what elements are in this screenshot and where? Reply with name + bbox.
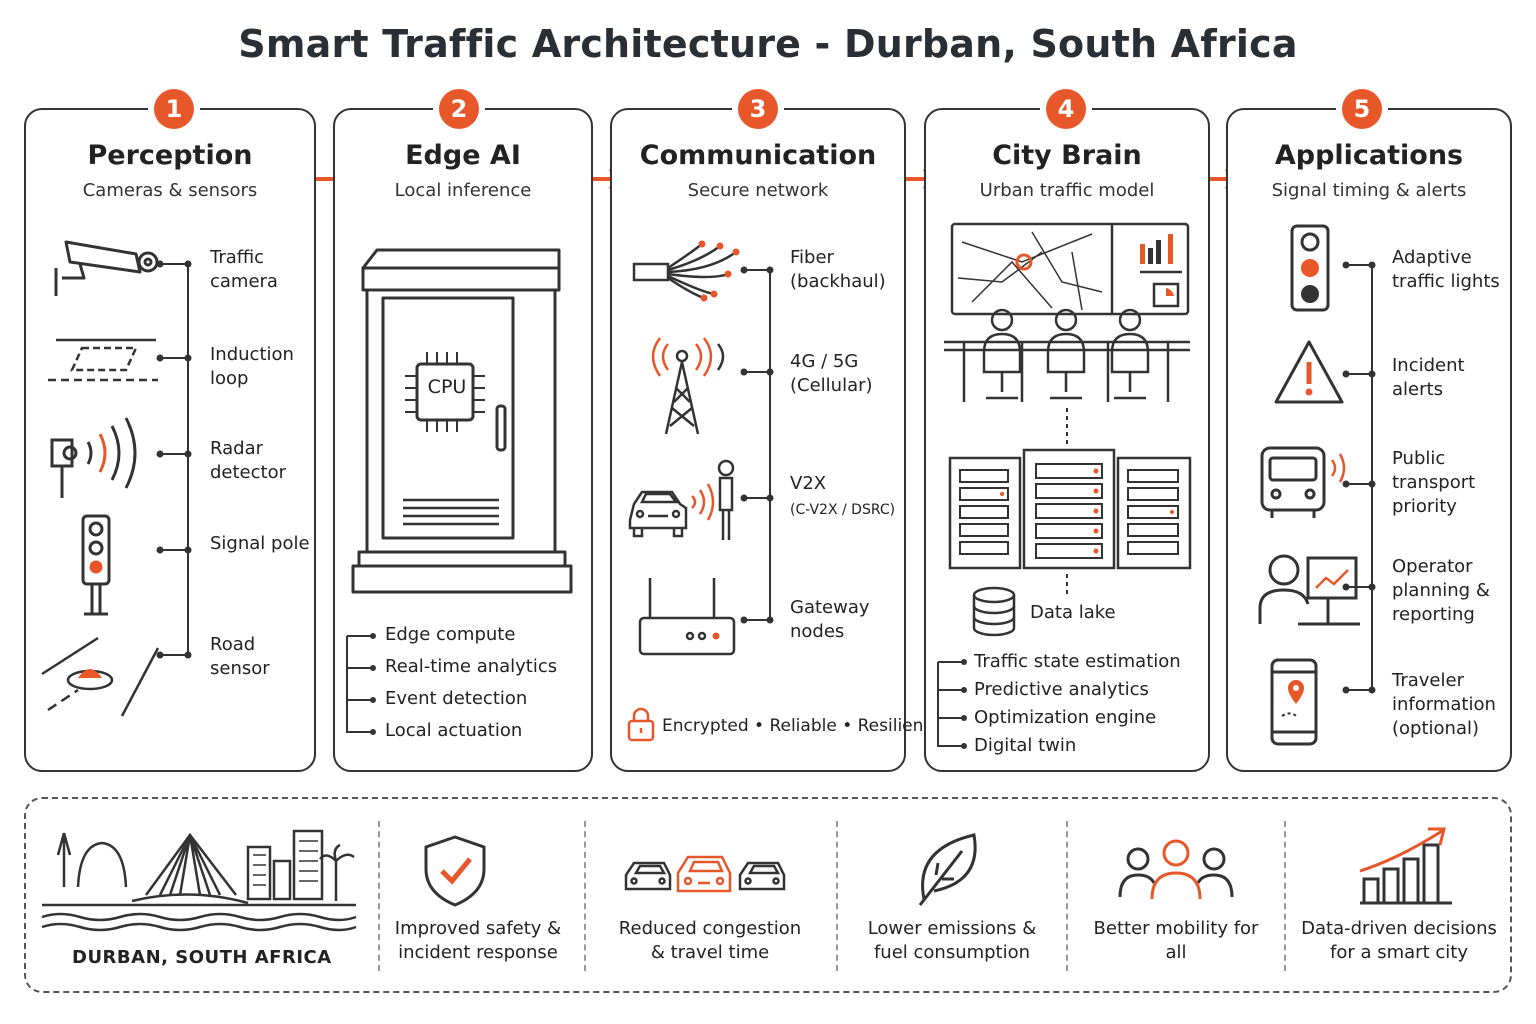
leaf-icon: [918, 833, 977, 906]
panel-subtitle: Local inference: [394, 180, 532, 201]
connector-tree: [1342, 261, 1376, 694]
benefit-emissions: Lower emissions & fuel consumption: [867, 918, 1037, 963]
smartphone-map-icon: [1270, 658, 1318, 746]
panel-subtitle: Signal timing & alerts: [1271, 180, 1467, 201]
label-gateway-nodes: Gateway nodes: [790, 597, 870, 642]
label-adaptive-lights: Adaptive traffic lights: [1392, 247, 1500, 292]
label-road-sensor: Road sensor: [210, 634, 270, 679]
panel-subtitle: Secure network: [687, 180, 829, 201]
label-v2x-sub: (C-V2X / DSRC): [790, 502, 896, 518]
separator: [584, 821, 586, 971]
separator: [836, 821, 838, 971]
induction-loop-icon: [48, 338, 158, 382]
signal-pole-icon: [81, 514, 111, 616]
label-transport-priority: Public transport priority: [1392, 448, 1476, 517]
cell-tower-icon: [651, 337, 725, 435]
dashed-link: [1066, 574, 1068, 598]
label-fiber: Fiber (backhaul): [790, 247, 886, 292]
step-badge: 5: [1342, 89, 1382, 129]
brain-bullet-tree: [937, 659, 967, 749]
step-badge: 1: [154, 89, 194, 129]
connector-tree: [740, 266, 774, 624]
cpu-chip-label: CPU: [427, 376, 467, 398]
page-title: Smart Traffic Architecture - Durban, Sou…: [238, 22, 1298, 66]
panel-title: City Brain: [992, 140, 1142, 171]
warning-icon: [1274, 340, 1344, 404]
label-cellular: 4G / 5G (Cellular): [790, 351, 873, 396]
durban-skyline-icon: [41, 829, 357, 932]
v2x-car-pedestrian-icon: [628, 459, 735, 540]
fiber-icon: [632, 240, 740, 302]
panel-title: Applications: [1274, 140, 1464, 171]
bullet-realtime-analytics: Real-time analytics: [385, 656, 558, 677]
data-lake-label: Data lake: [1030, 602, 1116, 623]
edge-bullet-tree: [346, 633, 376, 735]
people-group-icon: [1118, 839, 1234, 900]
lock-icon: [627, 707, 655, 742]
server-racks-icon: [948, 448, 1192, 570]
connector-tree: [156, 260, 192, 659]
label-operator-planning: Operator planning & reporting: [1392, 556, 1490, 625]
bus-icon: [1260, 446, 1346, 518]
operator-icon: [1258, 554, 1360, 626]
label-incident-alerts: Incident alerts: [1392, 355, 1465, 400]
panel-subtitle: Urban traffic model: [979, 180, 1155, 201]
bullet-edge-compute: Edge compute: [385, 624, 516, 645]
comm-footer: Encrypted • Reliable • Resilient: [662, 716, 931, 736]
label-traveler-info: Traveler information (optional): [1392, 670, 1496, 739]
benefits-bar: DURBAN, SOUTH AFRICA Improved safety & i…: [24, 797, 1512, 993]
label-induction-loop: Induction loop: [210, 344, 294, 389]
panel-title: Edge AI: [405, 140, 521, 171]
benefit-congestion: Reduced congestion & travel time: [618, 918, 802, 963]
dashed-link: [1066, 408, 1068, 444]
panel-title: Perception: [87, 140, 253, 171]
label-signal-pole: Signal pole: [210, 533, 310, 554]
bullet-traffic-state: Traffic state estimation: [974, 651, 1181, 672]
benefit-mobility: Better mobility for all: [1093, 918, 1259, 963]
bullet-optimization: Optimization engine: [974, 707, 1157, 728]
separator: [1066, 821, 1068, 971]
separator: [378, 821, 380, 971]
traffic-camera-icon: [54, 240, 159, 296]
city-caption: DURBAN, SOUTH AFRICA: [72, 947, 332, 968]
panel-city-brain: 4 City Brain Urban traffic model D: [924, 89, 1210, 772]
panel-communication: 3 Communication Secure network Fiber (ba…: [610, 89, 930, 772]
step-badge: 4: [1046, 89, 1086, 129]
label-radar-detector: Radar detector: [210, 438, 286, 483]
panel-applications: 5 Applications Signal timing & alerts Ad…: [1226, 89, 1512, 772]
gateway-router-icon: [638, 578, 736, 656]
radar-detector-icon: [50, 417, 137, 498]
control-room-icon: [944, 222, 1190, 402]
panel-subtitle: Cameras & sensors: [82, 180, 258, 201]
growth-chart-icon: [1359, 827, 1452, 905]
bullet-event-detection: Event detection: [385, 688, 528, 709]
bullet-digital-twin: Digital twin: [974, 735, 1077, 756]
step-badge: 2: [439, 89, 479, 129]
road-sensor-icon: [41, 636, 160, 717]
edge-cabinet-icon: [351, 248, 573, 594]
cars-congestion-icon: [624, 855, 786, 893]
panel-perception: 1 Perception Cameras & sensors Traffic c…: [24, 89, 316, 772]
bullet-predictive: Predictive analytics: [974, 679, 1149, 700]
panel-title: Communication: [639, 140, 877, 171]
step-badge: 3: [738, 89, 778, 129]
benefit-data-driven: Data-driven decisions for a smart city: [1301, 918, 1497, 963]
shield-check-icon: [424, 835, 486, 907]
database-icon: [972, 586, 1016, 637]
label-traffic-camera: Traffic camera: [210, 247, 278, 292]
panel-edge-ai: 2 Edge AI Local inference CPU Edge compu…: [333, 89, 593, 772]
separator: [1284, 821, 1286, 971]
traffic-light-icon: [1290, 224, 1330, 312]
label-v2x: V2X: [790, 473, 827, 494]
bullet-local-actuation: Local actuation: [385, 720, 523, 741]
benefit-safety: Improved safety & incident response: [394, 918, 562, 963]
